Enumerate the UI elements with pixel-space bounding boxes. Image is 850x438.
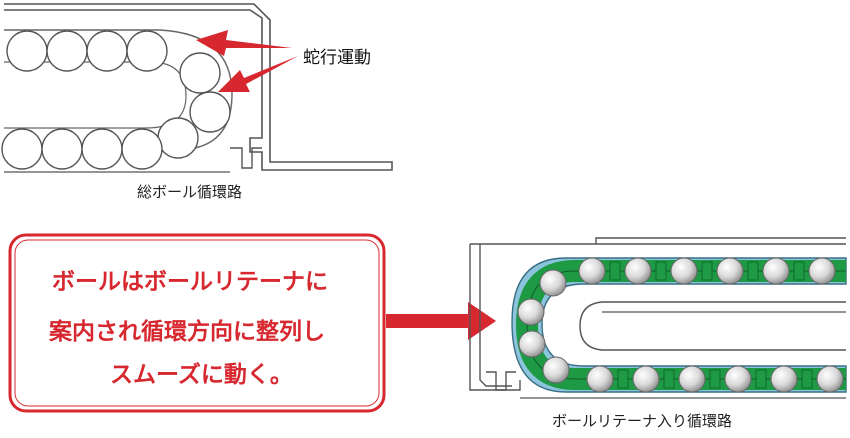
bottom-inner-plate bbox=[579, 301, 846, 351]
retainer-balls-turn bbox=[517, 269, 570, 384]
callout-line-3: スムーズに動く。 bbox=[110, 362, 293, 388]
callout-line-2: 案内され循環方向に整列し bbox=[49, 319, 325, 345]
top-fitting bbox=[230, 147, 262, 169]
bottom-fitting bbox=[486, 371, 516, 391]
callout-box bbox=[8, 233, 386, 413]
retainer-balls-lower bbox=[586, 365, 844, 393]
top-housing-outline bbox=[4, 3, 393, 171]
bottom-circulation-diagram bbox=[469, 237, 847, 399]
retainer-balls-upper bbox=[578, 257, 836, 285]
callout-line-1: ボールはボールリテーナに bbox=[52, 269, 328, 295]
retainer-spacers bbox=[609, 261, 813, 389]
top-arrow-upper bbox=[196, 30, 292, 56]
top-balls-upper bbox=[6, 30, 168, 72]
serpentine-motion-label: 蛇行運動 bbox=[303, 48, 371, 68]
top-balls-turn bbox=[157, 52, 231, 159]
top-inner-guide bbox=[4, 29, 233, 151]
bottom-housing-outline bbox=[469, 237, 846, 391]
top-inner-guide-lower bbox=[4, 61, 187, 129]
top-arrow-lower bbox=[218, 56, 298, 92]
top-balls-lower bbox=[1, 128, 163, 170]
top-diagram-caption: 総ボール循環路 bbox=[137, 183, 243, 201]
bottom-diagram-caption: ボールリテーナ入り循環路 bbox=[552, 412, 733, 430]
callout-arrow bbox=[386, 302, 496, 340]
top-circulation-diagram bbox=[1, 3, 393, 173]
